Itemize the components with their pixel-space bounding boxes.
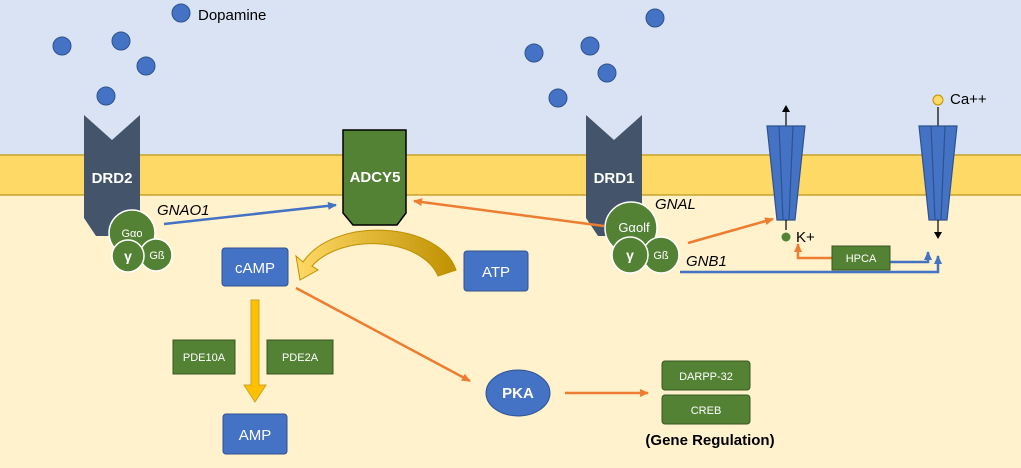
svg-text:CREB: CREB — [691, 405, 722, 417]
hpca-to-ca-channel-arrow — [890, 251, 932, 264]
gnao1-to-adcy5-arrow — [163, 201, 337, 226]
atp-to-camp-arrow — [295, 229, 457, 281]
svg-text:γ: γ — [626, 247, 634, 263]
potassium-label: K+ — [796, 229, 815, 246]
g-gamma-subunit-right — [611, 236, 649, 274]
gnb1-to-ca-channel-arrow — [680, 255, 942, 274]
drd1-label: DRD1 — [594, 170, 635, 187]
svg-text:PDE10A: PDE10A — [183, 352, 226, 364]
svg-text:Gß: Gß — [149, 250, 165, 262]
calcium-ion — [932, 94, 944, 106]
pde2a-box: PDE2A — [266, 339, 334, 375]
gprotein-right: Gαolf Gß γ — [604, 201, 680, 274]
atp-box: ATP — [463, 250, 529, 292]
svg-text:Gß: Gß — [653, 250, 669, 262]
adcy5-enzyme: ADCY5 — [342, 129, 407, 226]
gnal-to-k-channel-arrow — [687, 217, 774, 245]
cell-membrane — [0, 155, 1021, 195]
svg-text:Gαo: Gαo — [121, 228, 142, 240]
drd2-label: DRD2 — [92, 170, 133, 187]
gnal-label: GNAL — [655, 196, 696, 213]
svg-text:ATP: ATP — [482, 264, 510, 281]
svg-text:γ: γ — [124, 248, 132, 264]
potassium-channel — [766, 105, 806, 230]
svg-text:cAMP: cAMP — [235, 260, 275, 277]
pde10a-box: PDE10A — [172, 339, 236, 375]
dopamine-legend-label: Dopamine — [198, 7, 266, 24]
drd2-receptor: DRD2 — [84, 115, 140, 236]
extracellular-space — [0, 0, 1021, 155]
intracellular-space — [0, 196, 1021, 468]
adcy5-label: ADCY5 — [350, 169, 401, 186]
creb-box: CREB — [661, 394, 751, 425]
svg-text:PKA: PKA — [502, 385, 534, 402]
amp-box: AMP — [222, 413, 288, 455]
calcium-label: Ca++ — [950, 91, 987, 108]
camp-to-amp-arrow — [243, 299, 267, 403]
camp-box: cAMP — [221, 247, 289, 287]
svg-text:HPCA: HPCA — [846, 253, 877, 265]
hpca-to-k-channel-arrow — [794, 243, 832, 260]
g-gamma-subunit — [111, 239, 145, 273]
svg-text:PDE2A: PDE2A — [282, 352, 319, 364]
potassium-ion — [781, 232, 791, 242]
calcium-channel — [918, 107, 958, 239]
dopamine-molecules — [52, 3, 665, 108]
svg-text:DARPP-32: DARPP-32 — [679, 371, 733, 383]
gnb1-label: GNB1 — [686, 253, 727, 270]
pka-node: PKA — [485, 369, 551, 417]
dopamine-legend-dot — [171, 3, 191, 23]
gnao1-label: GNAO1 — [157, 202, 210, 219]
gene-regulation-label: (Gene Regulation) — [645, 432, 774, 449]
svg-text:AMP: AMP — [239, 427, 272, 444]
gnal-to-adcy5-arrow — [413, 198, 605, 228]
camp-to-pka-arrow — [295, 286, 471, 383]
gprotein-left: Gαo Gß γ — [108, 209, 173, 273]
darpp32-box: DARPP-32 — [661, 360, 751, 391]
svg-text:Gαolf: Gαolf — [618, 220, 650, 235]
hpca-box: HPCA — [831, 245, 891, 271]
